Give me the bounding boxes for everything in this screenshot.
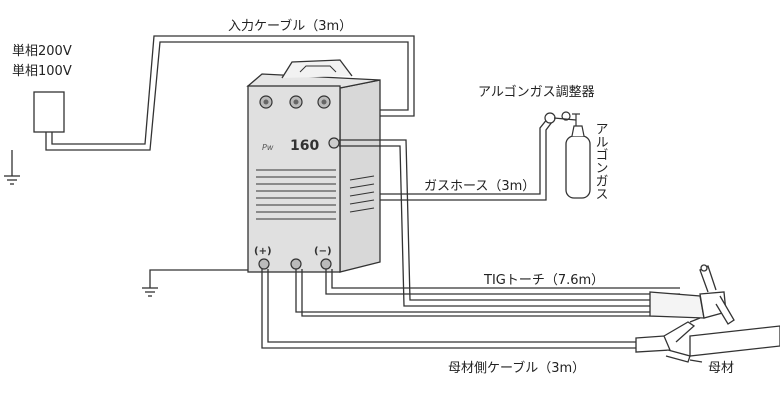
tig-torch-icon <box>649 264 735 325</box>
supply-100v-label: 単相100V <box>12 63 72 79</box>
gas-regulator-icon <box>544 111 580 126</box>
tig-torch-cable <box>295 139 690 317</box>
wall-outlet <box>33 91 65 133</box>
gas-hose-label: ガスホース（3m） <box>424 179 535 194</box>
gas-outlet <box>328 137 340 149</box>
svg-text:Pw: Pw <box>262 143 274 152</box>
ground-clamp-icon <box>635 317 703 363</box>
input-cable <box>45 35 415 151</box>
argon-cylinder <box>565 125 591 199</box>
work-cable-label: 母材側ケーブル（3m） <box>448 360 585 376</box>
minus-terminal <box>320 258 332 270</box>
mid-terminal <box>290 258 302 270</box>
argon-gas-label: アルゴンガス <box>593 122 608 200</box>
work-piece-label: 母材 <box>708 361 734 376</box>
welding-machine: 160 Pw (+) (−) <box>246 59 381 273</box>
work-cable <box>261 269 636 349</box>
regulator-label: アルゴンガス調整器 <box>478 84 595 100</box>
plus-terminal <box>258 258 270 270</box>
side-vents <box>349 175 375 213</box>
model-number: 160 <box>290 138 319 154</box>
input-cable-label: 入力ケーブル（3m） <box>228 18 352 34</box>
minus-terminal-label: (−) <box>314 246 332 257</box>
plus-terminal-label: (+) <box>254 246 272 257</box>
outlet-ground-icon <box>4 150 20 185</box>
tig-torch-label: TIGトーチ（7.6m） <box>483 273 604 288</box>
front-vents <box>256 169 336 220</box>
gas-hose <box>380 117 553 201</box>
work-piece <box>689 325 780 357</box>
supply-200v-label: 単相200V <box>12 43 72 59</box>
machine-ground-icon <box>142 269 248 297</box>
